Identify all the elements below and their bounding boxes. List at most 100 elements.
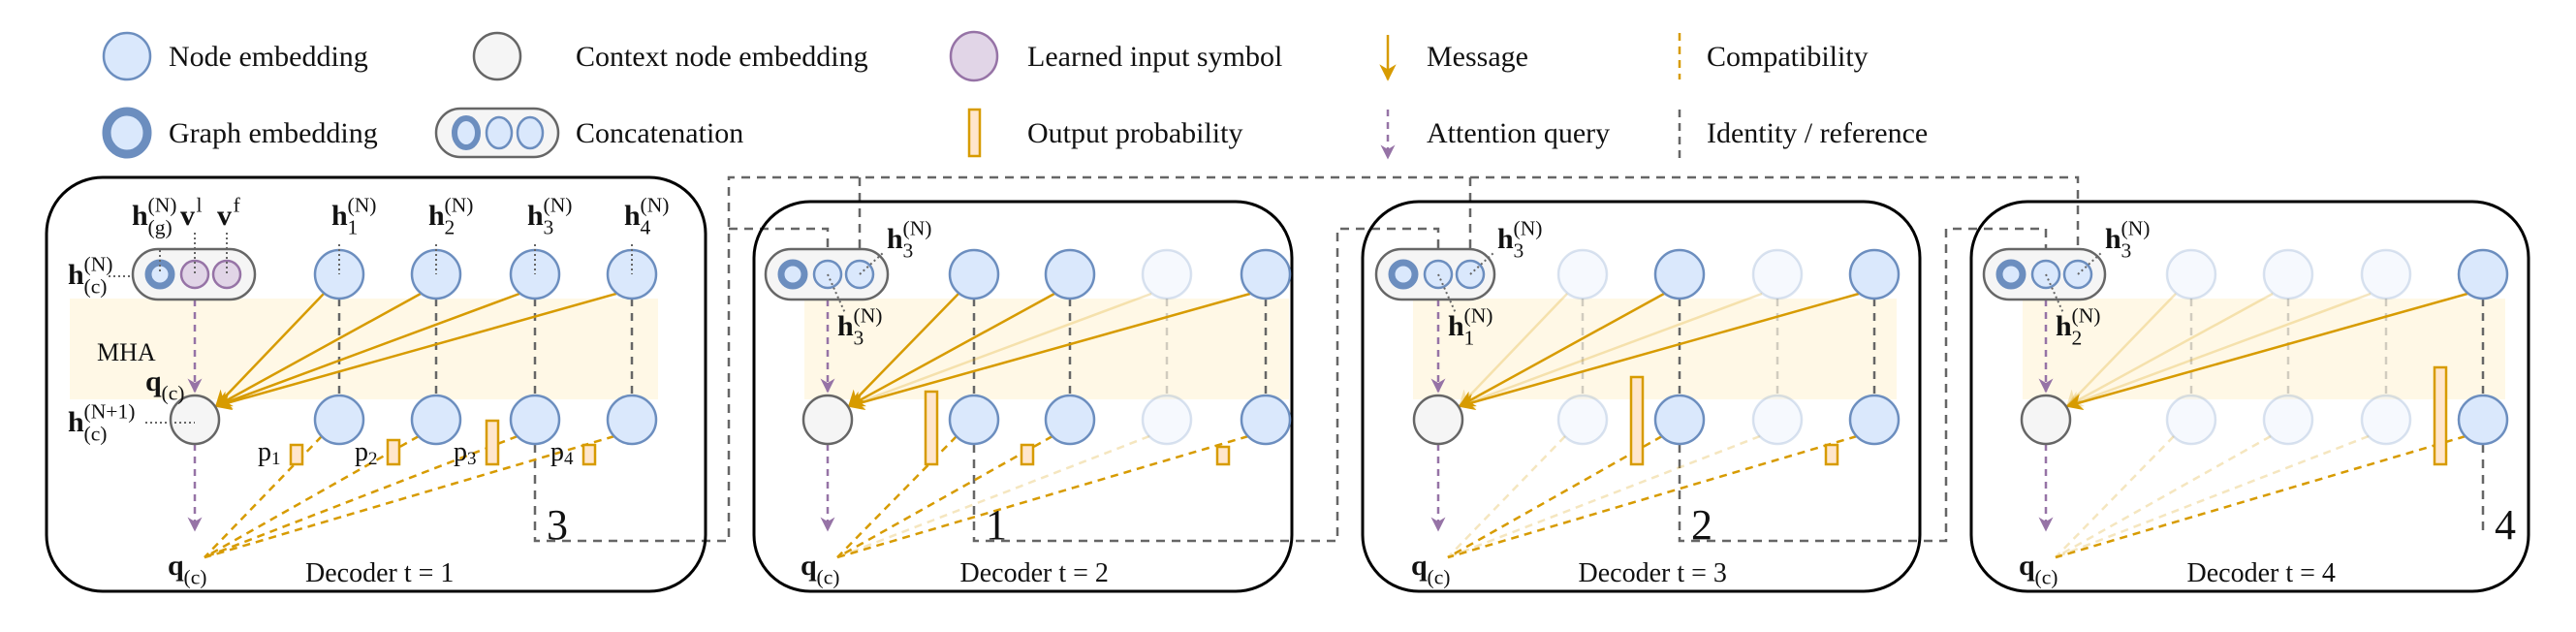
- context-embedding-label: h(N)(c): [68, 253, 112, 299]
- math-base: h: [1497, 223, 1514, 255]
- math-base: h: [331, 200, 348, 232]
- decoder-panel-t4: q(c)Decoder t = 44h(N)3h(N)2: [1969, 200, 2530, 593]
- compatibility-line: [836, 434, 1150, 559]
- p-base: p: [454, 437, 467, 467]
- decoder-panel-t1: MHAp1h(N)1p2h(N)2p3h(N)3p4h(N)4q(c)Decod…: [45, 175, 707, 593]
- context-node-embedding: [1412, 394, 1464, 446]
- graph-embedding: [1995, 259, 2026, 290]
- output-probability-bar: [924, 390, 939, 466]
- node-circle: [102, 31, 152, 81]
- message-arrow: [1458, 292, 1763, 409]
- math-base: h: [887, 223, 903, 255]
- node-label-h2-text: h(N)2: [428, 194, 473, 239]
- message-arrow: [2065, 292, 2468, 411]
- message-arrow: [1458, 292, 1860, 411]
- math-sub: 1: [348, 216, 359, 239]
- mha-band: [70, 299, 658, 399]
- math-sub: 4: [641, 216, 651, 239]
- mha-band: [1413, 299, 1897, 399]
- mha-label: MHA: [97, 338, 156, 366]
- output-probability-bar: [1020, 443, 1035, 466]
- identity-last-node-t4: [1678, 227, 2048, 543]
- output-probability-bar: [485, 419, 500, 466]
- mha-band: [2023, 299, 2505, 399]
- identity-first-node: [533, 175, 2080, 543]
- legend-label: Compatibility: [1707, 41, 1869, 73]
- math-base: h: [624, 200, 641, 232]
- context-input-label-first: h(N)1: [1448, 304, 1492, 350]
- selected-node-label: 4: [2495, 501, 2516, 549]
- math-sub: (g): [148, 216, 173, 239]
- math-base: h: [837, 310, 854, 342]
- learned-input-icon: [949, 30, 999, 82]
- node-embedding-bottom: [2262, 394, 2314, 446]
- math-sup: l: [197, 194, 203, 217]
- legend-label: Graph embedding: [169, 117, 378, 149]
- node-label-h3-text: h(N)3: [527, 194, 572, 239]
- math-base: q: [1411, 550, 1428, 582]
- selected-node-label: 3: [547, 501, 568, 549]
- output-probability-bar: [1629, 375, 1645, 466]
- node-embedding-bottom: [1751, 394, 1804, 446]
- math-sup: (N): [1464, 304, 1493, 328]
- node-embedding-top: [1751, 248, 1804, 300]
- message-arrow: [2065, 293, 2177, 408]
- math-base: h: [527, 200, 544, 232]
- context-node-icon: [472, 31, 522, 81]
- legend-label: Node embedding: [169, 41, 368, 73]
- message-arrow: [214, 292, 422, 408]
- node-embedding-bottom: [2457, 394, 2509, 446]
- math-sub: 3: [544, 216, 554, 239]
- compatibility-line: [1447, 434, 1663, 559]
- node-label-h4-text: h(N)4: [624, 194, 669, 239]
- label-link: [1469, 252, 1494, 275]
- query-label: q(c): [1411, 550, 1450, 589]
- panel-frame: [45, 175, 707, 593]
- math-sub: 1: [1464, 327, 1475, 350]
- compatibility-line: [1447, 434, 1858, 559]
- compatibility-line: [2055, 434, 2370, 559]
- math-sub: (c): [84, 275, 108, 299]
- math-sup: f: [234, 194, 241, 217]
- panel-title: Decoder t = 4: [2187, 558, 2336, 588]
- context-input-label-last-text: h(N)3: [1497, 217, 1542, 263]
- context-embedding-label-text: h(N)(c): [68, 253, 112, 299]
- output-probability-bar: [2433, 365, 2448, 466]
- node-embedding-top: [1141, 248, 1193, 300]
- message-arrow: [847, 292, 1251, 411]
- prob-bar: [967, 108, 982, 158]
- query-label-text: q(c): [168, 550, 206, 589]
- probability-label: p1: [258, 437, 281, 469]
- compatibility-line: [836, 434, 1053, 559]
- node-embedding-top: [1044, 248, 1096, 300]
- node-embedding-bottom: [1653, 394, 1706, 446]
- output-probability-bar: [386, 438, 401, 466]
- compatibility-line: [2055, 435, 2175, 558]
- math-sub: (c): [1428, 566, 1451, 589]
- probability-label: p2: [355, 437, 378, 469]
- message-arrow: [214, 292, 617, 411]
- legend-label: Message: [1427, 41, 1528, 73]
- node-embedding-bottom: [410, 394, 462, 446]
- context-circle: [472, 31, 522, 81]
- query-label: q(c): [168, 550, 206, 589]
- math-sub: (c): [817, 566, 840, 589]
- math-sup: (N): [1514, 217, 1543, 240]
- node-embedding-top: [2262, 248, 2314, 300]
- math-sup: (N+1): [84, 400, 136, 424]
- node-embedding-bottom: [1240, 394, 1292, 446]
- compatibility-line: [836, 435, 958, 558]
- compatibility-line: [2055, 434, 2272, 559]
- last-node-symbol-label-text: vf: [217, 194, 241, 233]
- math-sub: 3: [854, 327, 864, 350]
- node-embedding-top: [1556, 248, 1609, 300]
- context-input-label-last: h(N)3: [2105, 217, 2150, 263]
- compatibility-line: [1447, 435, 1566, 558]
- output-probability-bar: [581, 443, 597, 466]
- math-sub: (c): [2035, 566, 2058, 589]
- math-sub: 2: [2072, 327, 2083, 350]
- node-embedding-top: [1848, 248, 1901, 300]
- p-base: p: [258, 437, 271, 467]
